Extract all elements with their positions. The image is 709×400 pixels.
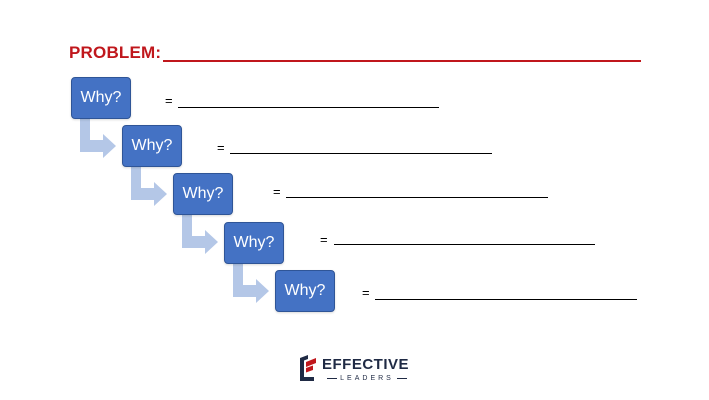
connector-arrow-1: [80, 119, 116, 158]
why-box-2-label: Why?: [131, 137, 173, 154]
equals-sign-1: =: [165, 93, 173, 108]
logo-mark-icon: [300, 355, 316, 381]
logo-subtitle: LEADERS: [322, 375, 412, 382]
answer-blank-2: [230, 153, 492, 154]
why-box-4-label: Why?: [233, 234, 275, 251]
equals-sign-2: =: [217, 140, 225, 155]
answer-blank-3: [286, 197, 548, 198]
connector-arrow-4: [233, 264, 269, 303]
answer-blank-4: [334, 244, 595, 245]
why-box-4: Why?: [224, 222, 284, 264]
equals-sign-4: =: [320, 232, 328, 247]
problem-blank-line: [163, 60, 641, 62]
why-box-3: Why?: [173, 173, 233, 215]
why-box-1-label: Why?: [80, 89, 122, 106]
why-box-5: Why?: [275, 270, 335, 312]
why-box-1: Why?: [71, 77, 131, 119]
connector-arrow-3: [182, 215, 218, 254]
equals-sign-3: =: [273, 184, 281, 199]
why-box-3-label: Why?: [182, 185, 224, 202]
logo-name: EFFECTIVE: [322, 356, 410, 373]
why-box-2: Why?: [122, 125, 182, 167]
problem-label: PROBLEM:: [69, 43, 162, 62]
why-box-5-label: Why?: [284, 282, 326, 299]
equals-sign-5: =: [362, 285, 370, 300]
answer-blank-1: [178, 107, 439, 108]
answer-blank-5: [375, 299, 637, 300]
effective-leaders-logo: EFFECTIVE LEADERS: [297, 353, 417, 385]
connector-arrow-2: [131, 167, 167, 206]
